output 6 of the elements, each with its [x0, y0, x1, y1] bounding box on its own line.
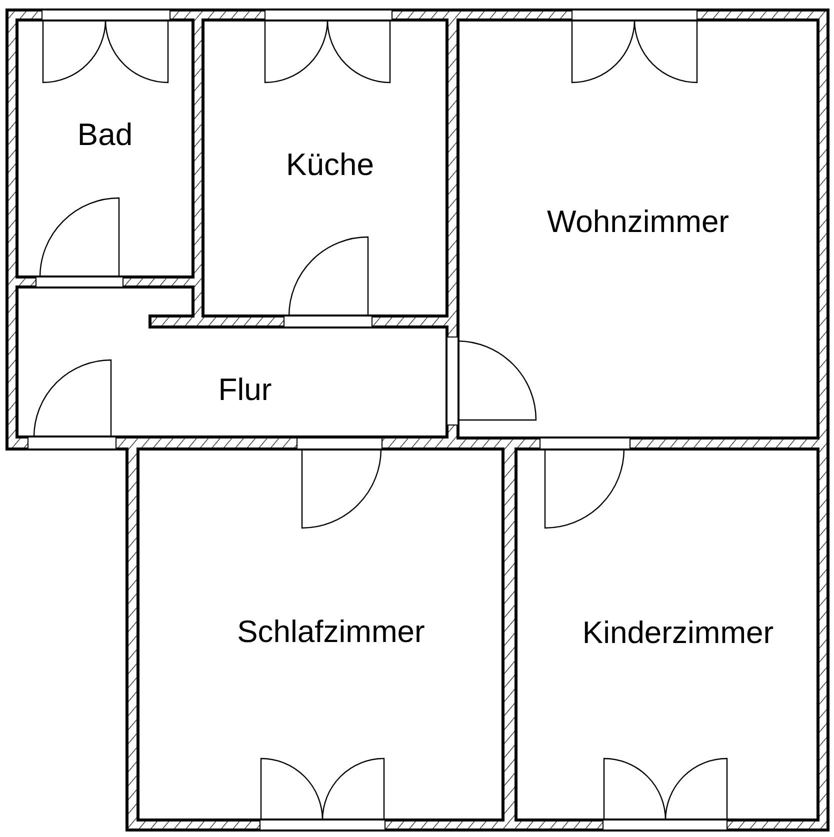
- room-label: Kinderzimmer: [582, 615, 774, 651]
- room-label: Wohnzimmer: [546, 204, 730, 240]
- room-label: Bad: [77, 117, 133, 153]
- room-label: Schlafzimmer: [237, 614, 425, 650]
- room-label: Flur: [218, 372, 272, 408]
- room-label: Küche: [286, 147, 374, 183]
